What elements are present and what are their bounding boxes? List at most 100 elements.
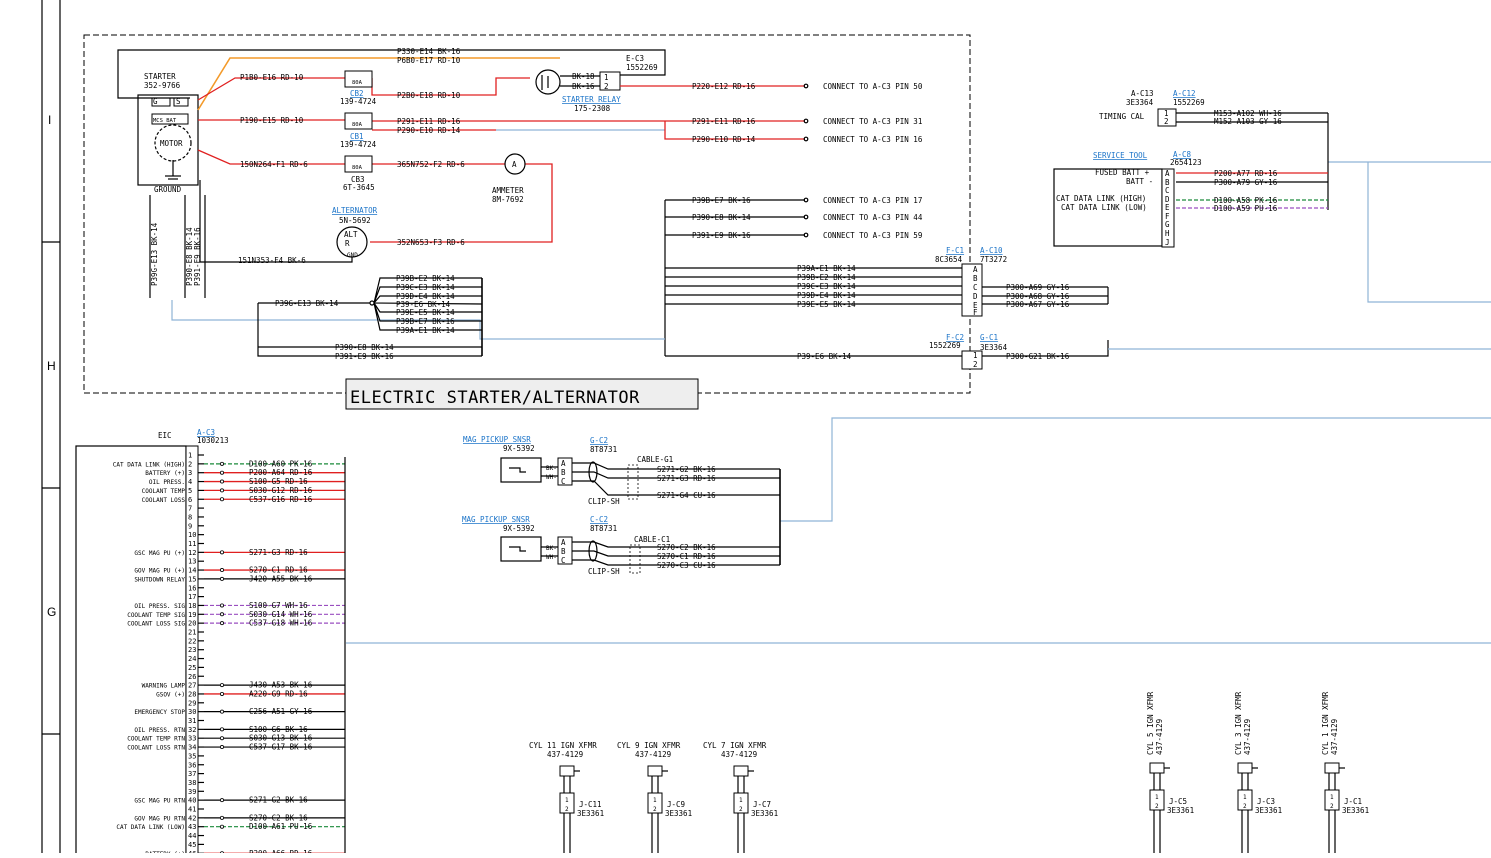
eic-wire-node [219,550,224,555]
connect-row-4: CONNECT TO A-C3 PIN 17 [823,196,922,205]
service-tool-mate[interactable]: A-C8 [1173,150,1192,159]
mag2-conn[interactable]: C-C2 [590,515,608,524]
eic-wire-node [219,470,224,475]
svg-text:P300-A69 GY-16: P300-A69 GY-16 [1006,283,1070,292]
service-tool-label[interactable]: SERVICE TOOL [1093,151,1148,160]
starter-relay-part: 175-2308 [574,104,611,113]
xfmr-pin: 1 [1243,794,1247,801]
splice-fan: P39B-E2 BK-14 P39C-E3 BK-14 P39D-E4 BK-1… [373,274,483,335]
eic-pin-number: 21 [188,629,196,637]
eic-pin-label: GOV MAG PU RTN [134,815,185,822]
eic-wire-node [219,612,224,617]
svg-text:80A: 80A [352,165,363,171]
alternator-part: 5N-5692 [339,216,371,225]
svg-text:A: A [973,265,978,274]
xfmr-pin: 2 [739,806,743,813]
xfmr-pin: 2 [653,806,657,813]
connect-row-1: CONNECT TO A-C3 PIN 50 [823,82,923,91]
eic-conn[interactable]: A-C3 [197,428,215,437]
fc2-label[interactable]: F-C2 [946,333,964,342]
svg-text:P39G-E13 BK-14: P39G-E13 BK-14 [150,222,159,286]
eic-pin-number: 6 [188,496,192,504]
svg-text:S271-G3 RD-16: S271-G3 RD-16 [657,474,716,483]
svg-text:P39D-E4 BK-14: P39D-E4 BK-14 [396,292,455,301]
zone-label-i: I [48,113,51,127]
zone-label-g: G [47,605,56,619]
fc1-mate-label[interactable]: A-C10 [980,246,1003,255]
svg-text:D100-A59 PU-16: D100-A59 PU-16 [1214,204,1278,213]
xfmr-body [1324,762,1340,774]
eic-pin-number: 16 [188,584,196,592]
xfmr-conn: J-C5 [1169,797,1187,806]
fc2-mate-label[interactable]: G-C1 [980,333,998,342]
eic-wire-label: S100-G7 WH-16 [249,601,308,610]
eic-wire-node [219,568,224,573]
eic-wire-label: P200-A66 RD-16 [249,849,313,853]
svg-text:P39D-E4 BK-14: P39D-E4 BK-14 [797,291,856,300]
breaker-cb2-label[interactable]: CB2 [350,89,364,98]
svg-text:A: A [512,160,517,169]
eic-pin-number: 18 [188,602,196,610]
svg-text:D: D [973,292,978,301]
eic-pin-number: 42 [188,814,196,822]
svg-text:P300-G21 BK-16: P300-G21 BK-16 [1006,352,1070,361]
mag1-conn[interactable]: G-C2 [590,436,608,445]
svg-text:P220-E12 RD-16: P220-E12 RD-16 [692,82,756,91]
xfmr-connector [1237,789,1253,811]
svg-text:P390-E8 BK-14: P390-E8 BK-14 [185,227,194,286]
svg-text:CAT DATA LINK (HIGH): CAT DATA LINK (HIGH) [1056,194,1146,203]
eic-pin-label: GSOV (+) [156,691,185,698]
timing-cal-mate[interactable]: A-C12 [1173,89,1196,98]
svg-text:P39C-E3 BK-14: P39C-E3 BK-14 [396,283,455,292]
svg-text:P390-E8 BK-14: P390-E8 BK-14 [692,213,751,222]
eic-pin-number: 1 [188,452,192,460]
svg-text:2: 2 [1164,117,1169,126]
fc1-label[interactable]: F-C1 [946,246,964,255]
svg-text:P39A-E1 BK-14: P39A-E1 BK-14 [797,264,856,273]
eic-pin-number: 34 [188,744,196,752]
timing-cal: A-C13 3E3364 A-C12 1552269 TIMING CAL 1 … [1099,89,1329,210]
xfmr-part: 437-4129 [635,750,671,759]
xfmr-body [733,765,749,777]
svg-text:P39A-E1 BK-14: P39A-E1 BK-14 [396,326,455,335]
eic-pin-number: 39 [188,788,196,796]
svg-text:2654123: 2654123 [1170,158,1202,167]
blue-bus-lines [346,161,1491,644]
eic-wire-label: S270-C2 BK-16 [249,813,308,822]
svg-text:8C3654: 8C3654 [935,255,963,264]
svg-text:1552269: 1552269 [1173,98,1205,107]
eic-pin-number: 25 [188,664,196,672]
wire-p290: P290-E10 RD-14 [397,126,461,135]
xfmr-name: CYL 9 IGN XFMR [617,741,681,750]
breaker-cb2-part: 139-4724 [340,97,377,106]
svg-text:S270-C1 RD-16: S270-C1 RD-16 [657,552,716,561]
eic-pin-number: 26 [188,673,196,681]
eic-wire-label: J430-A53 BK-16 [249,681,313,690]
wire-p6b0: P6B0-E17 RD-10 [397,56,461,65]
xfmr-connector [1324,789,1340,811]
eic-wire-node [219,461,224,466]
svg-text:P39-E6 BK-14: P39-E6 BK-14 [396,300,451,309]
mag2-label[interactable]: MAG PICKUP SNSR [462,515,530,524]
xfmr-conn-part: 3E3361 [577,809,604,818]
starter-relay-label[interactable]: STARTER RELAY [562,95,621,104]
breaker-cb1-label[interactable]: CB1 [350,132,364,141]
svg-text:A: A [561,459,566,468]
xfmr-connector [559,792,575,814]
eic-pin-label: EMERGENCY STOP [134,709,185,716]
xfmr-wires [1153,773,1161,790]
svg-text:2: 2 [604,82,609,91]
eic-pin-number: 7 [188,505,192,513]
mag1-label[interactable]: MAG PICKUP SNSR [463,435,531,444]
xfmr-body [559,765,575,777]
eic-pin-number: 9 [188,522,192,530]
eic-wire-label: S100-G6 BK-16 [249,725,308,734]
eic-pin-number: 19 [188,611,196,619]
alternator-label[interactable]: ALTERNATOR [332,206,378,215]
eic-wire-node [219,824,224,829]
eic-pin-label: CAT DATA LINK (HIGH) [113,461,185,468]
